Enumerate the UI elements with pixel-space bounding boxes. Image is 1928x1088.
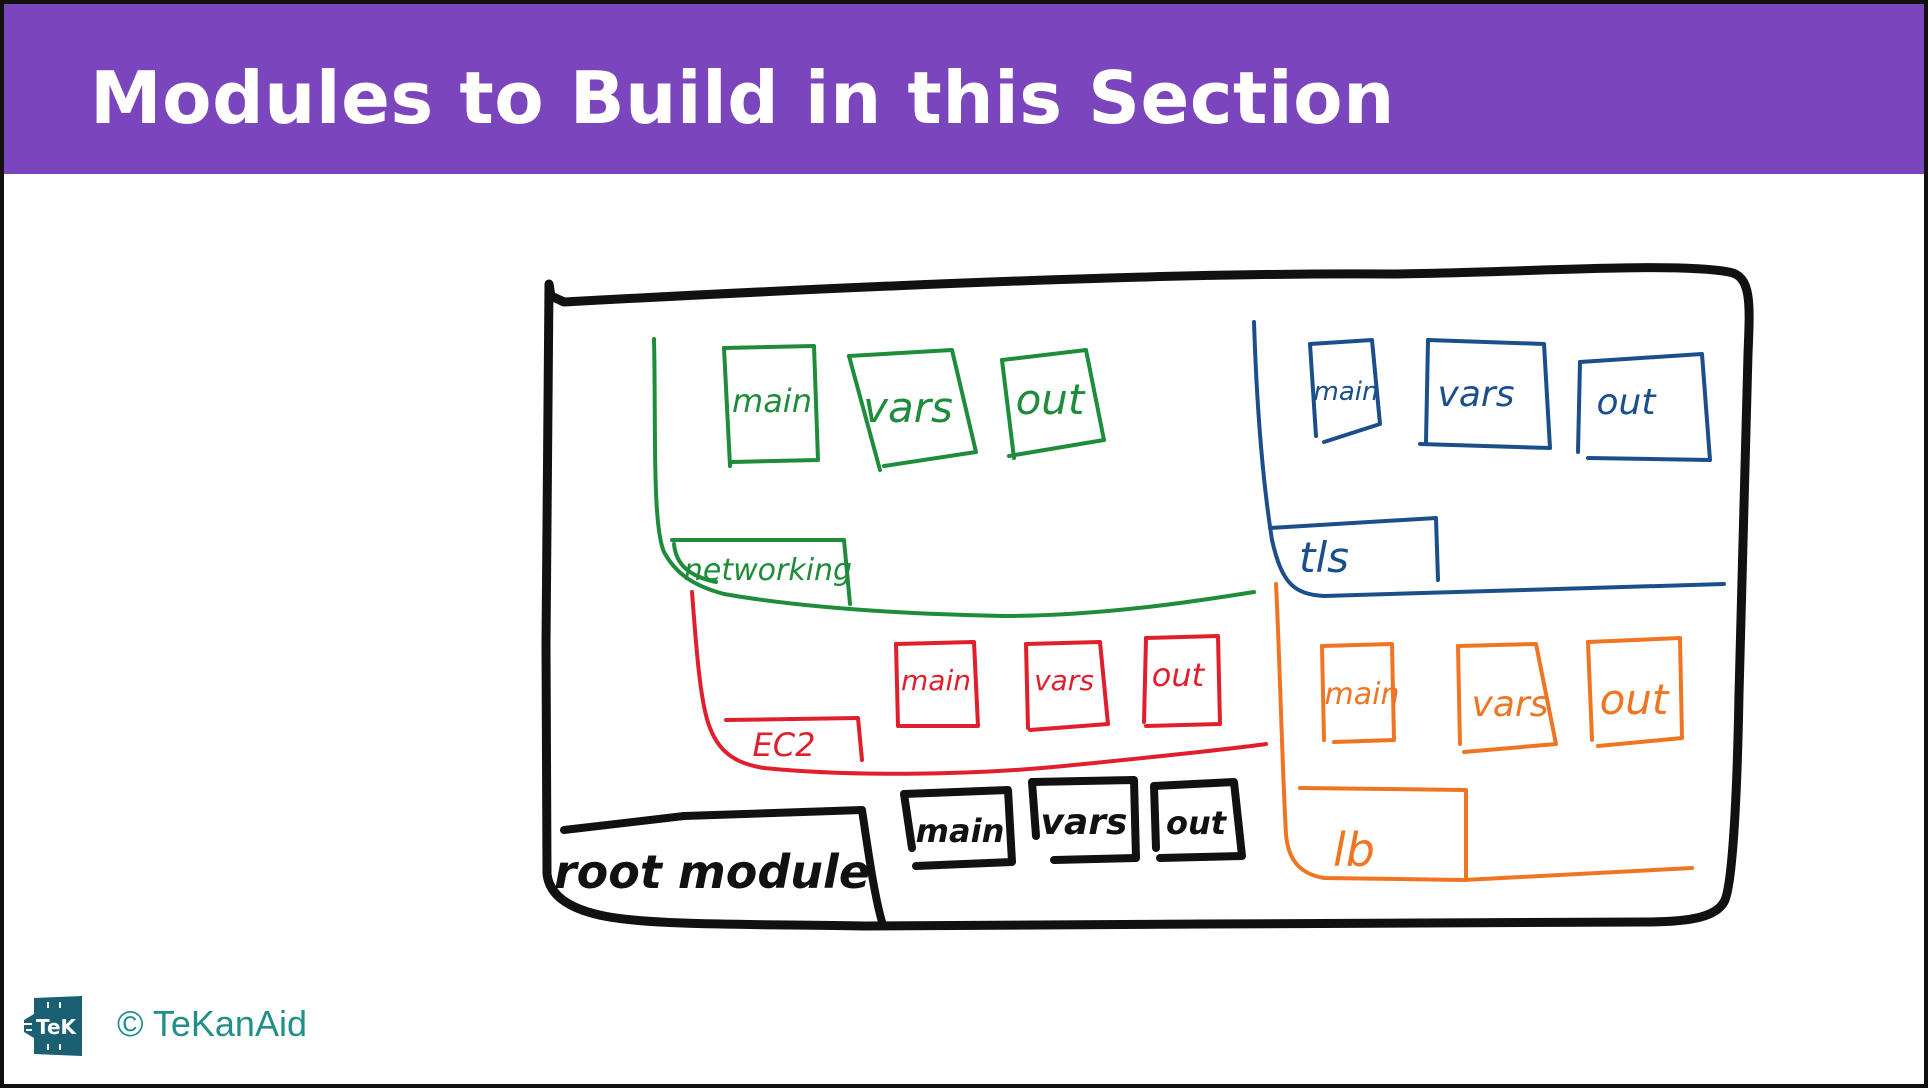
tls-vars-label: vars <box>1438 374 1515 415</box>
networking-main-label: main <box>732 382 812 420</box>
networking-out-label: out <box>1016 375 1086 424</box>
ec2-name-label: EC2 <box>753 726 816 764</box>
networking-main-box <box>722 344 820 464</box>
lb-main-label: main <box>1325 677 1400 712</box>
ec2-module <box>690 590 1268 776</box>
lb-name-label: lb <box>1333 823 1375 877</box>
ec2-vars-label: vars <box>1034 664 1094 697</box>
root-main-label: main <box>916 812 1005 850</box>
lb-main-box <box>1320 642 1396 744</box>
tls-out-box <box>1578 352 1712 462</box>
lb-module <box>1274 582 1694 882</box>
ec2-out-box <box>1144 634 1222 728</box>
tls-main-label: main <box>1314 377 1379 407</box>
title-banner: Modules to Build in this Section <box>4 4 1924 174</box>
lb-vars-label: vars <box>1472 684 1549 725</box>
networking-name-label: networking <box>684 553 852 588</box>
tls-vars-box <box>1418 338 1552 450</box>
root-name-label: root module <box>554 845 870 899</box>
root-module <box>560 776 1246 926</box>
ec2-vars-box <box>1024 640 1110 732</box>
root-vars-box <box>1028 776 1140 864</box>
networking-vars-label: vars <box>863 383 953 432</box>
lb-vars-box <box>1456 642 1558 754</box>
ec2-out-label: out <box>1152 656 1206 694</box>
ec2-main-box <box>894 640 980 728</box>
outer-frame <box>541 263 1754 931</box>
lb-out-box <box>1586 636 1684 748</box>
lb-out-label: out <box>1600 675 1670 724</box>
tls-name-label: tls <box>1299 533 1349 582</box>
copyright-footer: © TeKanAid <box>117 1003 307 1044</box>
root-main-box <box>900 786 1016 870</box>
module-diagram: main vars out networking main vars out t… <box>541 263 1754 931</box>
tls-main-box <box>1308 338 1382 444</box>
networking-out-box <box>1000 348 1106 458</box>
tekanaid-logo-icon: TeK <box>24 996 82 1056</box>
root-vars-label: vars <box>1041 802 1128 843</box>
networking-module <box>652 337 1256 618</box>
tls-module <box>1252 320 1726 598</box>
logo-text: TeK <box>36 1015 78 1039</box>
networking-vars-box <box>847 348 978 468</box>
slide-title: Modules to Build in this Section <box>90 56 1395 140</box>
root-out-label: out <box>1166 804 1228 842</box>
tls-out-label: out <box>1597 382 1658 423</box>
ec2-main-label: main <box>901 664 971 697</box>
root-out-box <box>1150 778 1246 862</box>
